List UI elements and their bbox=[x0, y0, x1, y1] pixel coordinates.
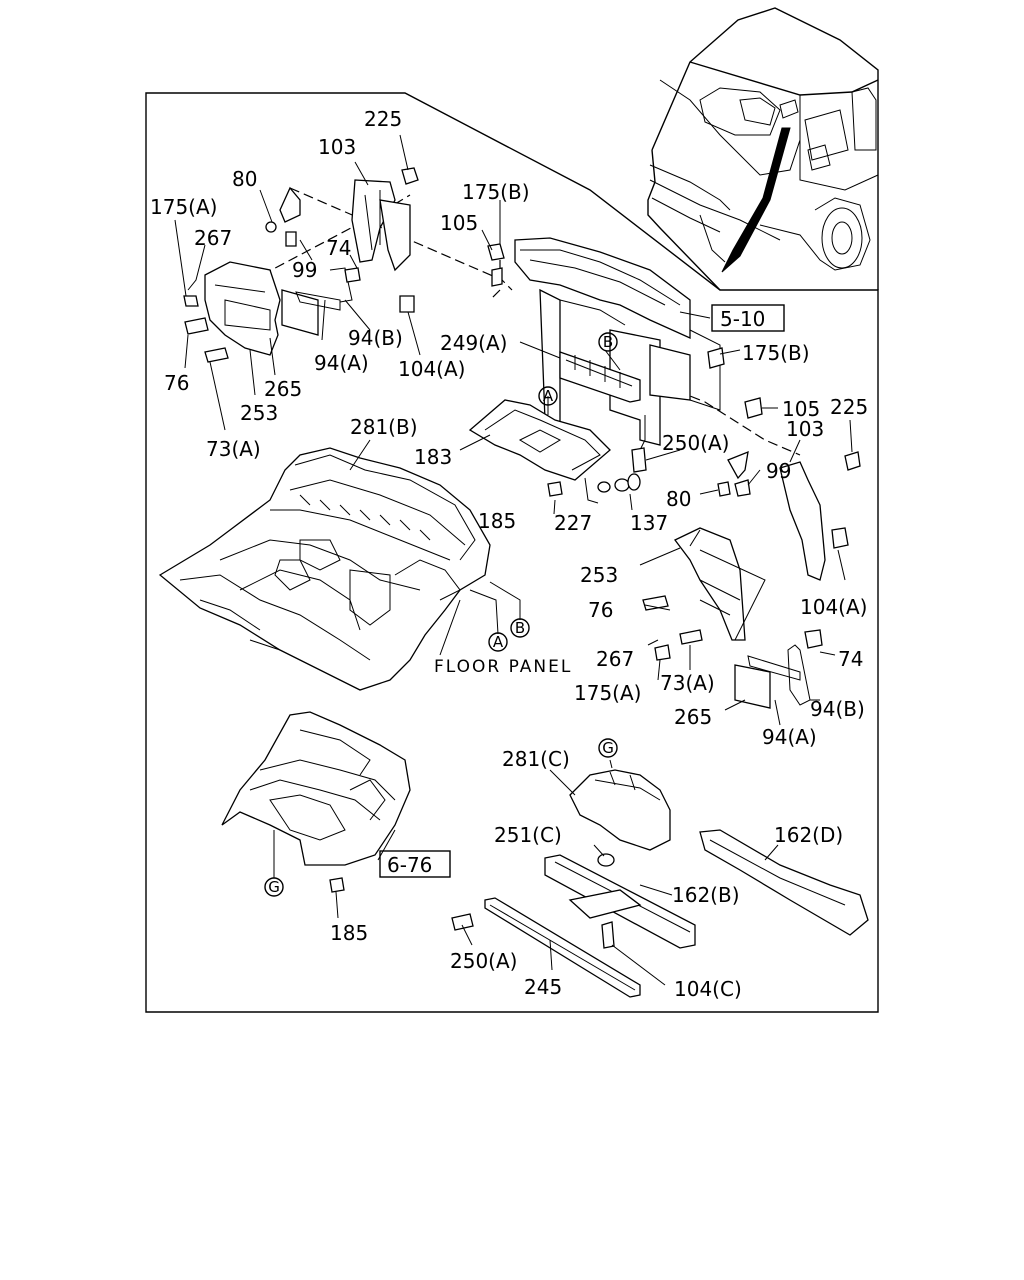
label-floor-panel: FLOOR PANEL bbox=[434, 657, 572, 677]
label-74[interactable]: 74 bbox=[838, 647, 863, 671]
label-162D[interactable]: 162(D) bbox=[774, 823, 843, 847]
part-labels: 225 103 80 175(A) 267 99 74 94(B) 94(A) … bbox=[150, 107, 868, 1001]
label-175B[interactable]: 175(B) bbox=[462, 180, 530, 204]
label-105[interactable]: 105 bbox=[782, 397, 820, 421]
label-250A[interactable]: 250(A) bbox=[662, 431, 729, 455]
part-281C bbox=[569, 769, 671, 867]
label-99[interactable]: 99 bbox=[766, 459, 791, 483]
diagram-frame bbox=[145, 92, 879, 1013]
label-265[interactable]: 265 bbox=[674, 705, 712, 729]
leader-lines bbox=[174, 134, 853, 986]
cross-member bbox=[514, 237, 721, 451]
label-175A[interactable]: 175(A) bbox=[150, 195, 217, 219]
label-137[interactable]: 137 bbox=[630, 511, 668, 535]
truck-cab-illustration bbox=[647, 7, 879, 291]
label-175B[interactable]: 175(B) bbox=[742, 341, 810, 365]
part-249A bbox=[559, 351, 641, 403]
label-76[interactable]: 76 bbox=[588, 598, 613, 622]
label-74[interactable]: 74 bbox=[326, 236, 351, 260]
label-249A[interactable]: 249(A) bbox=[440, 331, 507, 355]
label-265[interactable]: 265 bbox=[264, 377, 302, 401]
label-104C[interactable]: 104(C) bbox=[674, 977, 742, 1001]
label-103[interactable]: 103 bbox=[318, 135, 356, 159]
circled-marker-A-top: A bbox=[538, 386, 558, 406]
label-251C[interactable]: 251(C) bbox=[494, 823, 562, 847]
label-225[interactable]: 225 bbox=[364, 107, 402, 131]
circled-marker-B-top: B bbox=[598, 332, 618, 352]
circled-marker-G-top: G bbox=[598, 738, 618, 758]
right-bracket-assembly bbox=[642, 347, 861, 709]
label-104A[interactable]: 104(A) bbox=[398, 357, 465, 381]
label-94A[interactable]: 94(A) bbox=[762, 725, 817, 749]
label-94B[interactable]: 94(B) bbox=[810, 697, 865, 721]
label-267[interactable]: 267 bbox=[194, 226, 232, 250]
label-162B[interactable]: 162(B) bbox=[672, 883, 740, 907]
floor-panel-assembly bbox=[158, 447, 491, 691]
label-94A[interactable]: 94(A) bbox=[314, 351, 369, 375]
label-99[interactable]: 99 bbox=[292, 258, 317, 282]
marker-B-label: B bbox=[603, 333, 613, 351]
ref-5-10-text: 5-10 bbox=[720, 307, 765, 331]
label-185[interactable]: 185 bbox=[330, 921, 368, 945]
label-104A[interactable]: 104(A) bbox=[800, 595, 867, 619]
label-267[interactable]: 267 bbox=[596, 647, 634, 671]
marker-G-label: G bbox=[268, 878, 280, 896]
ref-box-6-76[interactable]: 6-76 bbox=[379, 850, 451, 878]
marker-A-label: A bbox=[493, 633, 504, 651]
label-245[interactable]: 245 bbox=[524, 975, 562, 999]
marker-G-label: G bbox=[602, 739, 614, 757]
part-183 bbox=[468, 399, 611, 497]
label-225[interactable]: 225 bbox=[830, 395, 868, 419]
label-253[interactable]: 253 bbox=[580, 563, 618, 587]
left-bracket-assembly bbox=[183, 167, 505, 363]
label-281C[interactable]: 281(C) bbox=[502, 747, 570, 771]
label-103[interactable]: 103 bbox=[786, 417, 824, 441]
label-281B[interactable]: 281(B) bbox=[350, 415, 418, 439]
label-250A[interactable]: 250(A) bbox=[450, 949, 517, 973]
ref-box-5-10[interactable]: 5-10 bbox=[711, 304, 785, 332]
circled-marker-G-bottom: G bbox=[264, 877, 284, 897]
marker-B-label: B bbox=[515, 619, 525, 637]
ref-6-76-text: 6-76 bbox=[387, 853, 432, 877]
marker-A-label: A bbox=[543, 387, 554, 405]
small-hardware-center bbox=[597, 447, 647, 493]
label-105[interactable]: 105 bbox=[440, 211, 478, 235]
label-73A[interactable]: 73(A) bbox=[206, 437, 261, 461]
label-80[interactable]: 80 bbox=[232, 167, 257, 191]
label-227[interactable]: 227 bbox=[554, 511, 592, 535]
circled-marker-A-floor: A bbox=[488, 632, 508, 652]
circled-marker-B-floor: B bbox=[510, 618, 530, 638]
label-73A[interactable]: 73(A) bbox=[660, 671, 715, 695]
label-253[interactable]: 253 bbox=[240, 401, 278, 425]
label-76[interactable]: 76 bbox=[164, 371, 189, 395]
part-162-rails bbox=[451, 829, 869, 998]
label-183[interactable]: 183 bbox=[414, 445, 452, 469]
label-80[interactable]: 80 bbox=[666, 487, 691, 511]
label-175A[interactable]: 175(A) bbox=[574, 681, 641, 705]
lower-floor-panel bbox=[221, 711, 411, 893]
label-185[interactable]: 185 bbox=[478, 509, 516, 533]
label-94B[interactable]: 94(B) bbox=[348, 326, 403, 350]
